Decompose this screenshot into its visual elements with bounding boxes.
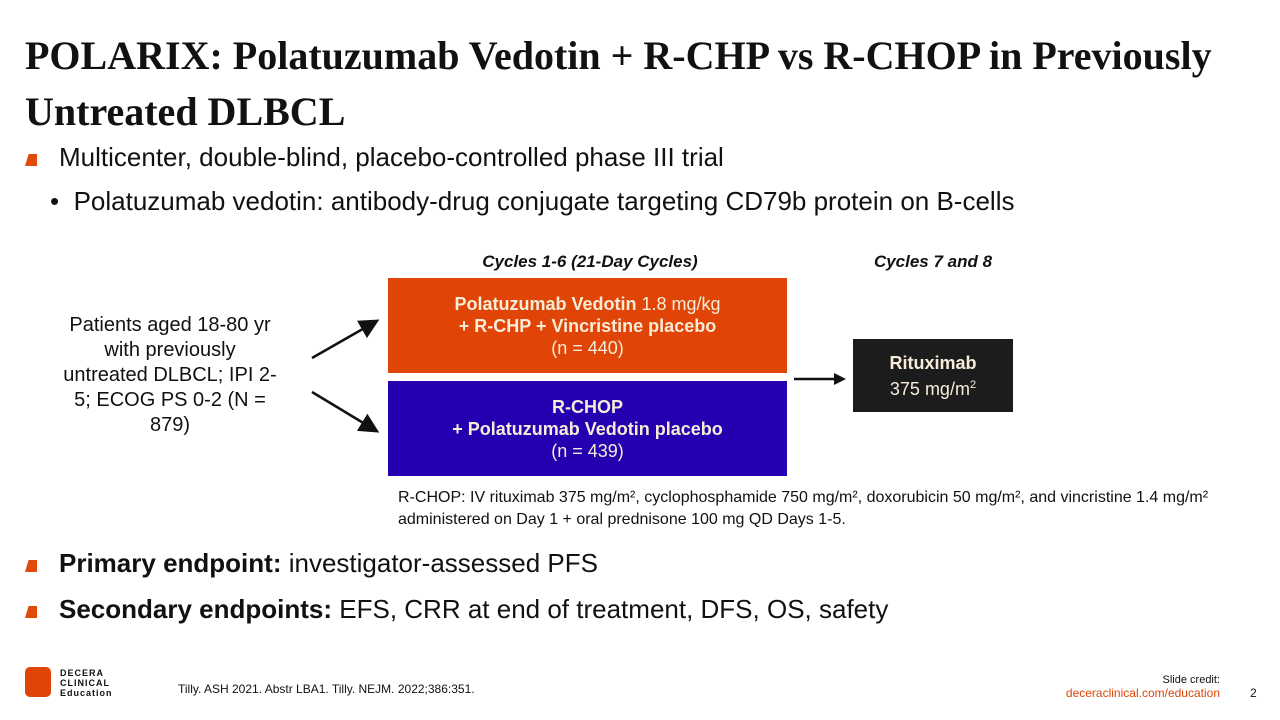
logo-text: DECERA CLINICAL Education — [60, 668, 113, 698]
reference: Tilly. ASH 2021. Abstr LBA1. Tilly. NEJM… — [178, 682, 475, 696]
primary-text: investigator-assessed PFS — [281, 548, 598, 578]
arm-b-n: (n = 439) — [551, 440, 624, 461]
page-title: POLARIX: Polatuzumab Vedotin + R-CHP vs … — [25, 33, 1212, 134]
slide-credit: Slide credit: — [1162, 674, 1220, 686]
arm-a-box: Polatuzumab Vedotin 1.8 mg/kg + R-CHP + … — [388, 278, 787, 373]
maintenance-drug: Rituximab — [889, 352, 977, 373]
cycles-7-8-label: Cycles 7 and 8 — [873, 252, 993, 271]
arm-a-regimen: + R-CHP + Vincristine placebo — [458, 315, 717, 336]
bullet-icon — [25, 606, 37, 618]
arm-b-placebo: + Polatuzumab Vedotin placebo — [452, 418, 723, 439]
logo-icon — [25, 667, 51, 697]
bullet-trial-design: Multicenter, double-blind, placebo-contr… — [25, 142, 724, 173]
credit-link[interactable]: deceraclinical.com/education — [1065, 686, 1220, 700]
secondary-text: EFS, CRR at end of treatment, DFS, OS, s… — [332, 594, 889, 624]
bullet-icon — [25, 560, 37, 572]
maintenance-box: Rituximab 375 mg/m2 — [853, 339, 1013, 412]
secondary-label: Secondary endpoints: — [59, 594, 333, 624]
arm-b-regimen: R-CHOP — [552, 396, 623, 417]
arrows — [311, 319, 380, 433]
arrow-to-maintenance — [794, 373, 846, 385]
arm-a-drug: Polatuzumab Vedotin — [454, 293, 637, 314]
footnote: R-CHOP: IV rituximab 375 mg/m², cyclopho… — [398, 489, 1209, 528]
arrow-to-arm-b — [311, 390, 380, 433]
superscript: 2 — [969, 378, 977, 391]
arm-b-box: R-CHOP + Polatuzumab Vedotin placebo (n … — [388, 381, 787, 476]
arm-a-dose: 1.8 mg/kg — [636, 293, 721, 314]
primary-label: Primary endpoint: — [59, 548, 282, 578]
bullet-icon — [25, 154, 37, 166]
maintenance-dose: 375 mg/m — [889, 378, 970, 399]
patients-text: Patients aged 18-80 yr with previously u… — [63, 314, 277, 436]
page-number: 2 — [1250, 686, 1257, 700]
arrow-to-arm-a — [311, 319, 380, 360]
cycles-1-6-label: Cycles 1-6 (21-Day Cycles) — [482, 252, 698, 271]
bullet-secondary: Secondary endpoints: EFS, CRR at end of … — [25, 594, 888, 625]
sub-bullet-text: Polatuzumab vedotin: antibody-drug conju… — [73, 186, 1015, 216]
bullet-text: Multicenter, double-blind, placebo-contr… — [59, 142, 724, 172]
bullet-primary: Primary endpoint: investigator-assessed … — [25, 548, 598, 579]
sub-bullet: • Polatuzumab vedotin: antibody-drug con… — [50, 186, 1015, 216]
arm-a-n: (n = 440) — [551, 337, 624, 358]
